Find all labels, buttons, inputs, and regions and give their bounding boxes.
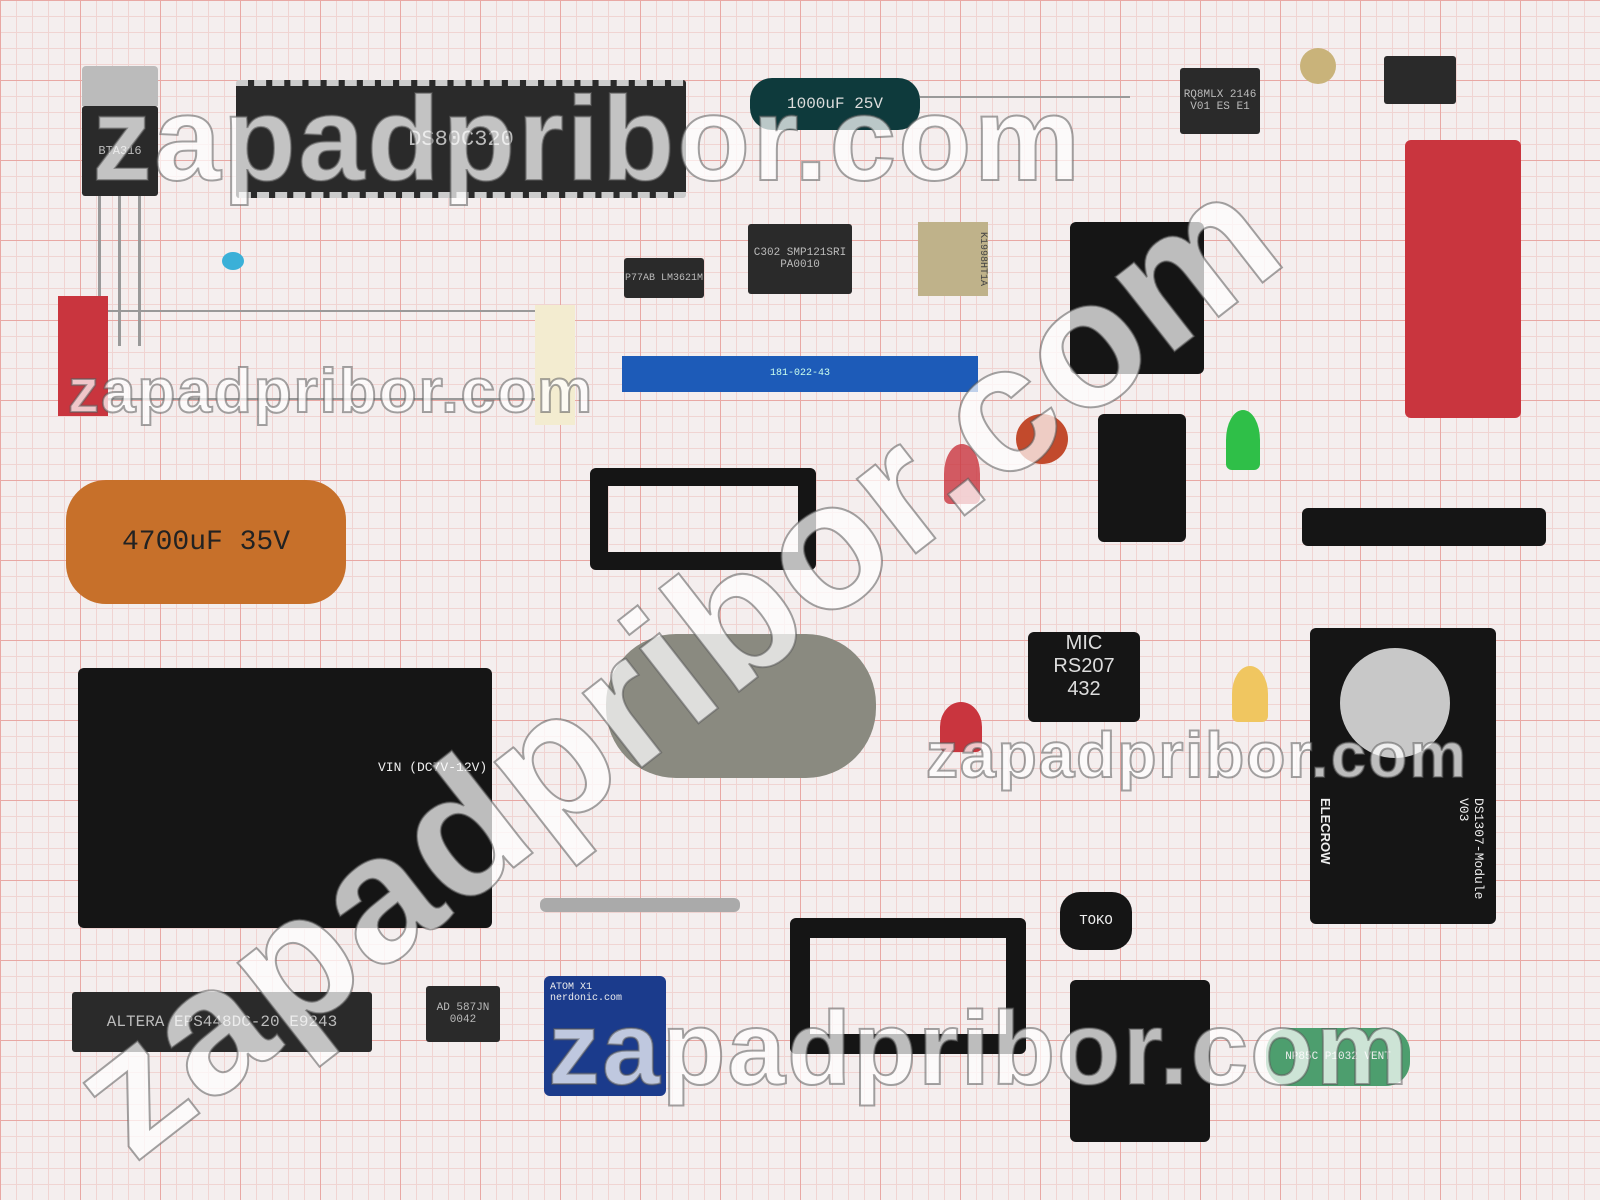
diode-tape-end [535,305,575,425]
led-green [1226,410,1260,470]
adref-chip: AD 587JN 0042 [426,986,500,1042]
eprom-chip: ALTERA EPS448DC-20 E9243 [72,992,372,1052]
ceramic-capacitor-blue [222,252,244,270]
transistor-to18 [1300,48,1336,84]
inductor: TOKO [1060,892,1132,950]
rtc-label: DS1307-Module V03 [1456,798,1486,900]
bridge-brand: MIC [1065,632,1103,654]
atom-board: ATOM X1 nerdonic.com [544,976,666,1096]
bridge-model: RS207 [1053,655,1115,677]
diode-strip [108,310,568,400]
capacitor-nonpolar: NP85C P1032 VENT [1266,1028,1410,1086]
triac-label: BTA316 [82,106,158,196]
led-matrix-socket [1070,980,1210,1142]
hybrid-module: K1998HT1A [918,222,988,296]
diode-tape-holder [58,296,108,416]
dip-socket-18 [790,918,1026,1054]
thermostat [606,634,876,778]
bridge-code: 432 [1067,678,1101,700]
watermark-right: zapadpribor.com [925,718,1469,792]
seven-segment-display [1098,414,1186,542]
electrolytic-capacitor-large: 4700uF 35V [66,480,346,604]
led-bar-socket [1070,222,1204,374]
breadboard-power-module: VIN (DC7V-12V) [78,668,492,928]
led-red-2 [940,702,982,752]
pin-header-female [1302,508,1546,546]
triac: BTA316 [82,66,158,346]
watermark-middle-left: zapadpribor.com [67,356,595,427]
dip-socket-24 [590,468,816,570]
sound-sensor-module [1405,140,1521,418]
watermark-bottom: zapadpribor.com [547,990,1411,1108]
bridge-rectifier: MIC RS207 432 [1028,632,1140,722]
rtc-brand: ELECROW [1318,798,1333,865]
mosfet-chip: RQ8MLX 2146 V01 ES E1 [1180,68,1260,134]
regulator-chip: P77AB LM3621M [624,258,704,298]
rtc-module: DS1307-Module V03 ELECROW [1310,628,1496,924]
electrolytic-capacitor-small: 1000uF 25V [750,78,920,130]
led-yellow [1232,666,1268,722]
potentiometer [540,898,740,912]
ceramic-capacitor-orange [1016,414,1068,464]
watermark-top: zapadpribor.com [91,71,1083,207]
capacitor-lead [920,96,1130,98]
vin-label: VIN (DC7V-12V) [378,760,488,775]
edge-connector: 181-022-43 [622,356,978,392]
mcu-chip: DS80C320 [236,80,686,198]
led-red [944,444,980,504]
soic-chip: C302 SMP121SRI PA0010 [748,224,852,294]
opamp-chip [1384,56,1456,104]
